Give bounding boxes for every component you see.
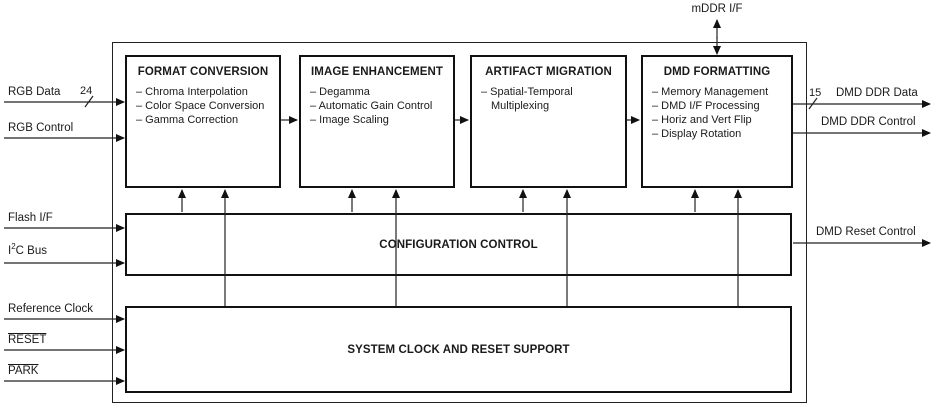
system-clock-block: SYSTEM CLOCK AND RESET SUPPORT	[125, 306, 792, 393]
image-enhancement-block: IMAGE ENHANCEMENT – Degamma – Automatic …	[299, 55, 455, 188]
reset-label: RESET	[8, 334, 47, 346]
artifact-migration-title: ARTIFACT MIGRATION	[485, 66, 612, 78]
dmd-ddr-data-bus-width: 15	[809, 87, 822, 99]
format-conversion-block: FORMAT CONVERSION – Chroma Interpolation…	[125, 55, 281, 188]
system-clock-title: SYSTEM CLOCK AND RESET SUPPORT	[347, 343, 570, 356]
dmd-formatting-block: DMD FORMATTING – Memory Management – DMD…	[641, 55, 793, 188]
list-item: – DMD I/F Processing	[652, 100, 760, 112]
i2c-label-pre: I	[8, 245, 12, 257]
image-enhancement-items: – Degamma – Automatic Gain Control – Ima…	[301, 85, 453, 127]
dmd-ddr-control-label: DMD DDR Control	[821, 116, 916, 128]
flash-label: Flash I/F	[8, 212, 53, 224]
format-conversion-items: – Chroma Interpolation – Color Space Con…	[127, 85, 279, 127]
mddr-label: mDDR I/F	[691, 3, 743, 15]
dmd-reset-control-label: DMD Reset Control	[816, 226, 916, 238]
controller-outline-box	[112, 42, 807, 403]
list-item: – Automatic Gain Control	[310, 100, 433, 112]
list-item: – Image Scaling	[310, 114, 389, 126]
list-item: – Spatial-Temporal Multiplexing	[481, 86, 573, 112]
i2c-label-post: C Bus	[15, 245, 47, 257]
park-label: PARK	[8, 365, 39, 377]
i2c-label: I2C Bus	[8, 242, 47, 257]
rgb-data-bus-width: 24	[80, 85, 93, 97]
reference-clock-label: Reference Clock	[8, 303, 94, 315]
artifact-migration-block: ARTIFACT MIGRATION – Spatial-Temporal Mu…	[470, 55, 627, 188]
image-enhancement-title: IMAGE ENHANCEMENT	[310, 66, 444, 78]
rgb-data-label: RGB Data	[8, 86, 61, 98]
list-item: – Gamma Correction	[136, 114, 239, 126]
artifact-migration-items: – Spatial-Temporal Multiplexing	[472, 85, 625, 113]
dmd-formatting-items: – Memory Management – DMD I/F Processing…	[643, 85, 791, 141]
dmd-ddr-data-label: DMD DDR Data	[836, 87, 918, 99]
configuration-control-title: CONFIGURATION CONTROL	[379, 238, 538, 251]
list-item: – Horiz and Vert Flip	[652, 114, 752, 126]
list-item: – Display Rotation	[652, 128, 742, 140]
list-item: – Color Space Conversion	[136, 100, 265, 112]
list-item: – Chroma Interpolation	[136, 86, 248, 98]
dmd-formatting-title: DMD FORMATTING	[663, 66, 771, 78]
rgb-control-label: RGB Control	[8, 122, 74, 134]
list-item: – Degamma	[310, 86, 370, 98]
i2c-label-sup: 2	[11, 242, 16, 252]
format-conversion-title: FORMAT CONVERSION	[137, 66, 269, 78]
configuration-control-block: CONFIGURATION CONTROL	[125, 213, 792, 276]
list-item: – Memory Management	[652, 86, 769, 98]
